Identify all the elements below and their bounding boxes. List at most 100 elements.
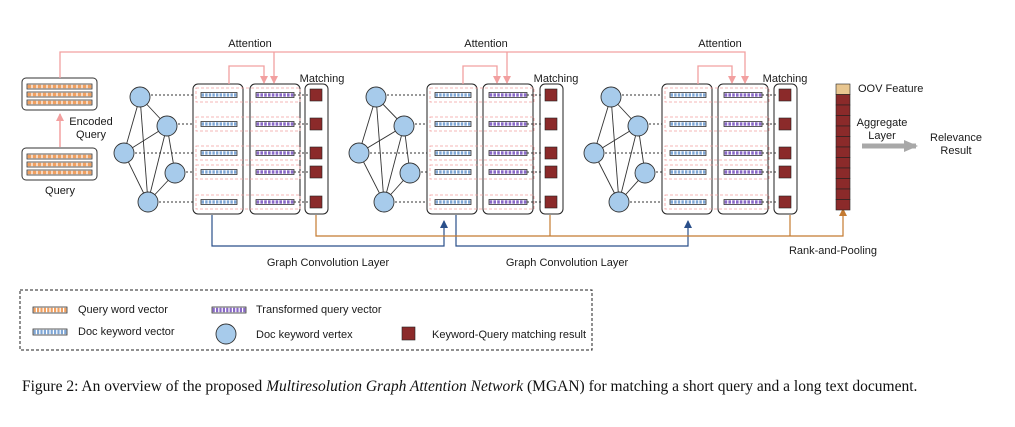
matching-result xyxy=(544,88,558,102)
attention-row xyxy=(429,145,535,161)
attention-row xyxy=(429,194,535,210)
legend-matching-result: Keyword-Query matching result xyxy=(432,329,586,341)
doc-keyword-vector xyxy=(200,199,238,205)
transformed-query-vector xyxy=(723,121,763,127)
graph-edge xyxy=(618,125,639,203)
doc-vector-container xyxy=(192,83,244,215)
aggregate-feature-column xyxy=(835,83,851,211)
attention-arrow xyxy=(462,65,501,84)
legend-box xyxy=(19,289,593,351)
attention-row xyxy=(429,116,535,132)
aggregate-cell xyxy=(835,157,851,169)
attention-row xyxy=(664,194,770,210)
pooling-connection xyxy=(315,208,847,237)
legend-matching-swatch xyxy=(401,326,416,341)
doc-keyword-vector xyxy=(434,169,472,175)
doc-keyword-vertex xyxy=(156,115,178,137)
doc-keyword-vector xyxy=(200,169,238,175)
transformed-query-vector xyxy=(488,150,528,156)
legend-transformed-swatch xyxy=(211,306,247,314)
transformed-query-vector xyxy=(255,150,295,156)
doc-keyword-vector xyxy=(434,150,472,156)
legend-doc-keyword-vertex: Doc keyword vertex xyxy=(256,329,353,341)
aggregate-cell xyxy=(835,199,851,211)
transformed-query-vector xyxy=(488,121,528,127)
matching-container xyxy=(539,83,564,215)
transformed-query-vector xyxy=(488,199,528,205)
doc-keyword-vertex xyxy=(627,115,649,137)
encoded-query-label-1: Encoded xyxy=(69,116,112,128)
graph-conv-label-1: Graph Convolution Layer xyxy=(267,257,390,269)
doc-vector-container xyxy=(426,83,478,215)
attention-label-3: Attention xyxy=(698,38,741,50)
doc-keyword-vertex xyxy=(373,191,395,213)
query-label: Query xyxy=(45,185,75,197)
matching-result xyxy=(544,146,558,160)
encoded-query-vector xyxy=(26,83,93,106)
transformed-query-vector xyxy=(723,199,763,205)
transformed-query-vector xyxy=(255,169,295,175)
doc-keyword-vertex xyxy=(393,115,415,137)
aggregate-cell xyxy=(835,188,851,200)
aggregate-cell xyxy=(835,146,851,158)
doc-keyword-vertex xyxy=(583,142,605,164)
doc-keyword-vector xyxy=(669,199,707,205)
stage-2 xyxy=(348,52,564,215)
aggregate-label-2: Layer xyxy=(868,130,896,142)
transformed-query-vector xyxy=(723,92,763,98)
doc-keyword-vector xyxy=(434,199,472,205)
matching-result xyxy=(309,88,323,102)
matching-container xyxy=(304,83,329,215)
query-vector-row xyxy=(26,99,93,106)
doc-keyword-vector xyxy=(434,92,472,98)
matching-result xyxy=(778,146,792,160)
caption-prefix: Figure 2: An overview of the proposed xyxy=(22,378,267,395)
doc-keyword-vertex xyxy=(600,86,622,108)
legend-transformed-query-vector: Transformed query vector xyxy=(256,304,382,316)
graph-conv-label-2: Graph Convolution Layer xyxy=(506,257,629,269)
doc-keyword-vector xyxy=(200,150,238,156)
matching-result xyxy=(778,88,792,102)
attention-arrow xyxy=(697,65,736,84)
matching-label-3: Matching xyxy=(763,73,808,85)
figure-caption: Figure 2: An overview of the proposed Mu… xyxy=(22,377,997,396)
oov-feature-cell xyxy=(835,83,851,95)
legend-query-word-vector: Query word vector xyxy=(78,304,168,316)
mgan-diagram: Encoded Query Query Attention Attention … xyxy=(19,38,982,351)
stage-3 xyxy=(583,65,798,215)
query-vector-row xyxy=(26,169,93,176)
transformed-query-vector xyxy=(723,150,763,156)
transformed-vector-container xyxy=(717,83,769,215)
doc-keyword-vertex xyxy=(365,86,387,108)
attention-row xyxy=(429,164,535,180)
doc-keyword-vertex xyxy=(399,162,421,184)
stage-1 xyxy=(113,52,329,215)
aggregate-cell xyxy=(835,104,851,116)
doc-keyword-vertex xyxy=(348,142,370,164)
graph-edge xyxy=(139,96,149,203)
relevance-label-2: Result xyxy=(940,145,971,157)
attention-row xyxy=(664,164,770,180)
aggregate-cell xyxy=(835,125,851,137)
caption-emphasis: Multiresolution Graph Attention Network xyxy=(266,378,524,395)
doc-keyword-vector xyxy=(200,92,238,98)
transformed-query-vector xyxy=(255,121,295,127)
graph-edge xyxy=(610,96,620,203)
legend-vertex-swatch xyxy=(215,323,237,345)
aggregate-label-1: Aggregate xyxy=(857,117,908,129)
transformed-vector-container xyxy=(249,83,301,215)
graph-edge xyxy=(147,125,168,203)
attention-row xyxy=(664,145,770,161)
legend-doc-keyword-swatch xyxy=(32,328,68,336)
transformed-query-vector xyxy=(488,169,528,175)
transformed-query-vector xyxy=(255,199,295,205)
attention-row xyxy=(664,87,770,103)
attention-row xyxy=(664,116,770,132)
matching-result xyxy=(778,117,792,131)
doc-keyword-vector xyxy=(434,121,472,127)
doc-keyword-vector xyxy=(669,121,707,127)
attention-arrow xyxy=(228,65,268,84)
transformed-query-vector xyxy=(488,92,528,98)
matching-result xyxy=(309,165,323,179)
graph-edge xyxy=(375,96,385,203)
